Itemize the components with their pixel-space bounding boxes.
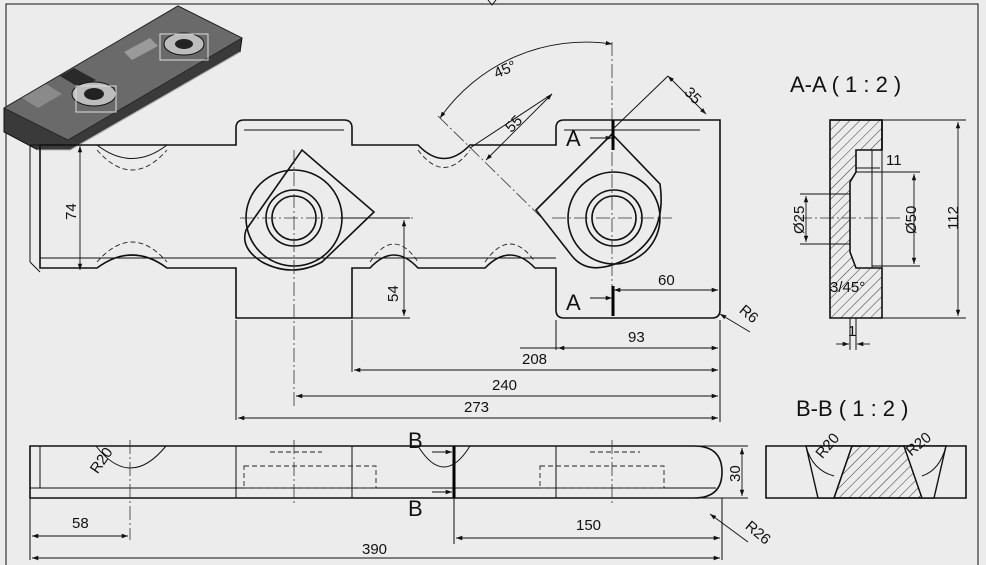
dim-30: 30 (727, 465, 744, 482)
section-b-b-title: B-B ( 1 : 2 ) (796, 396, 908, 421)
dim-93: 93 (628, 329, 645, 346)
top-view (29, 42, 721, 408)
dim-273: 273 (464, 399, 489, 416)
dim-r26: R26 (742, 518, 774, 549)
dim-208: 208 (522, 351, 547, 368)
cut-label-a-top: A (566, 126, 581, 151)
dim-11: 11 (886, 152, 902, 169)
front-view-dimensions: 30 58 150 390 R26 (29, 445, 774, 561)
dim-d25: Ø25 (791, 206, 808, 234)
dim-112: 112 (945, 206, 962, 230)
dim-d50: Ø50 (903, 206, 920, 234)
dim-chamfer: 3/45° (830, 279, 865, 296)
dim-60: 60 (658, 272, 675, 289)
dim-r20-front: R20 (87, 444, 117, 476)
dim-r6: R6 (736, 302, 762, 327)
sheet-border (5, 3, 979, 565)
cut-label-b-bottom: B (408, 496, 423, 521)
dim-45-angle: 45° (491, 57, 519, 82)
dim-58: 58 (72, 515, 89, 532)
dim-74: 74 (63, 203, 80, 220)
section-a-a: A-A ( 1 : 2 ) Ø25 Ø50 11 112 3/45° 1 (790, 72, 966, 350)
section-a-a-title: A-A ( 1 : 2 ) (790, 72, 901, 97)
cut-plane-a: A A (566, 120, 615, 316)
dim-1: 1 (848, 323, 856, 340)
dim-390: 390 (362, 541, 387, 558)
front-view: R20 (29, 440, 723, 540)
cut-label-b-top: B (408, 428, 423, 453)
dim-35: 35 (681, 84, 705, 108)
dim-240: 240 (492, 377, 517, 394)
dim-150: 150 (576, 517, 601, 534)
cut-label-a-bottom: A (566, 290, 581, 315)
dim-55: 55 (502, 112, 526, 136)
top-view-dimensions: 45° 55 35 74 54 60 93 208 240 273 R6 (63, 40, 762, 422)
sheet-top-mark (487, 0, 497, 6)
dim-54: 54 (385, 285, 402, 302)
isometric-preview (3, 5, 243, 151)
cut-plane-b: B B (408, 428, 456, 521)
section-b-b: B-B ( 1 : 2 ) R20 R20 (765, 396, 967, 499)
